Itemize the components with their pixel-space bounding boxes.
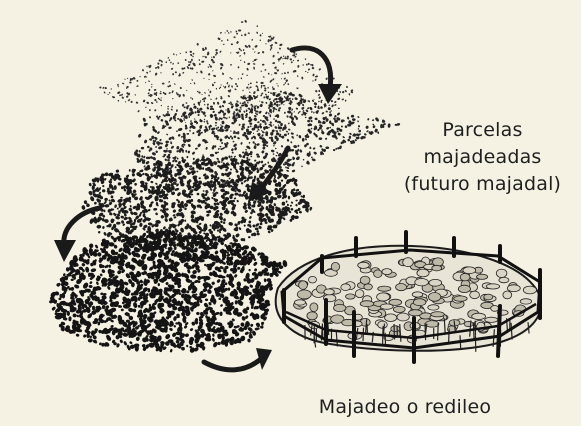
sheep-fold	[274, 230, 542, 364]
plots-label-line-3: (futuro majadal)	[403, 172, 562, 195]
plots-label: Parcelas majadeadas (futuro majadal)	[395, 117, 570, 198]
curved-arrow-icon	[289, 45, 342, 104]
plot-dense-dots	[81, 156, 313, 253]
plot-medium-dots	[134, 91, 401, 197]
curved-arrow-icon	[201, 348, 272, 373]
curved-arrow-icon	[54, 205, 103, 262]
plots-label-line-1: Parcelas	[442, 119, 523, 141]
plot-light-dots	[99, 19, 354, 140]
arrows	[54, 45, 342, 373]
sheep-flock	[293, 256, 537, 352]
manured-plots	[49, 19, 401, 353]
plots-label-line-2: majadeadas	[423, 145, 542, 168]
plot-densest-dots	[49, 230, 288, 353]
fence-posts	[282, 230, 542, 364]
curved-arrow-icon	[248, 145, 291, 202]
fold-label: Majadeo o redileo	[318, 396, 492, 418]
